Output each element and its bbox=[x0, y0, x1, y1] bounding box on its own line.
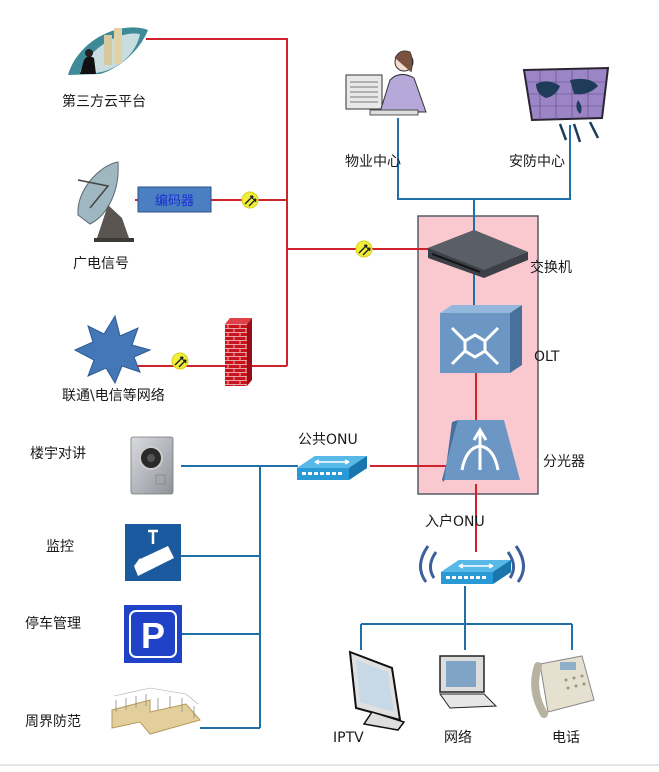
fence-icon bbox=[111, 687, 201, 735]
cctv-camera-icon bbox=[125, 524, 181, 581]
operator-workstation-icon bbox=[345, 50, 427, 116]
home-onu-label: 入户ONU bbox=[425, 513, 485, 530]
cloud-platform-icon bbox=[68, 27, 148, 75]
telephone-icon bbox=[531, 655, 595, 718]
copper-property-link bbox=[397, 118, 571, 200]
isp-network-label: 联通\电信等网络 bbox=[62, 387, 165, 404]
firewall-icon bbox=[225, 318, 252, 386]
encoder-box: 编码器 bbox=[137, 186, 212, 213]
desktop-pc-icon bbox=[439, 655, 498, 709]
perimeter-label: 周界防范 bbox=[25, 713, 81, 730]
splitter-label: 分光器 bbox=[543, 454, 585, 470]
media-converter-icon bbox=[241, 191, 259, 209]
door-intercom-icon bbox=[130, 436, 174, 495]
media-converter-icon bbox=[171, 352, 189, 370]
copper-public-onu-bus bbox=[181, 465, 298, 729]
security-center-label: 安防中心 bbox=[509, 154, 565, 170]
fiber-cloud-link bbox=[146, 38, 288, 366]
surveillance-label: 监控 bbox=[46, 539, 74, 555]
broadcast-signal-label: 广电信号 bbox=[73, 256, 129, 272]
network-label: 网络 bbox=[444, 730, 472, 746]
encoder-label: 编码器 bbox=[155, 194, 194, 209]
world-map-screen-icon bbox=[522, 66, 610, 143]
satellite-dish-icon bbox=[77, 161, 134, 242]
cloud-platform-label: 第三方云平台 bbox=[62, 93, 146, 110]
olt-icon bbox=[440, 305, 522, 373]
onu-icon bbox=[296, 455, 368, 481]
parking-label: 停车管理 bbox=[25, 615, 81, 632]
onu-icon bbox=[419, 545, 525, 585]
splitter-icon bbox=[442, 420, 520, 482]
media-converter-icon bbox=[355, 240, 373, 258]
property-center-label: 物业中心 bbox=[345, 154, 401, 170]
copper-home-bus bbox=[360, 586, 573, 650]
olt-label: OLT bbox=[534, 349, 560, 365]
telephone-label: 电话 bbox=[552, 730, 580, 746]
public-onu-label: 公共ONU bbox=[298, 432, 358, 448]
iptv-label: IPTV bbox=[333, 730, 364, 746]
intercom-label: 楼宇对讲 bbox=[30, 446, 86, 462]
svg-text:P: P bbox=[141, 615, 165, 656]
parking-sign-icon: P bbox=[124, 605, 182, 663]
tv-monitor-icon bbox=[348, 650, 406, 731]
switch-icon bbox=[428, 230, 528, 278]
switch-label: 交换机 bbox=[530, 259, 572, 276]
bottom-divider bbox=[0, 764, 659, 766]
network-burst-icon bbox=[73, 314, 152, 385]
